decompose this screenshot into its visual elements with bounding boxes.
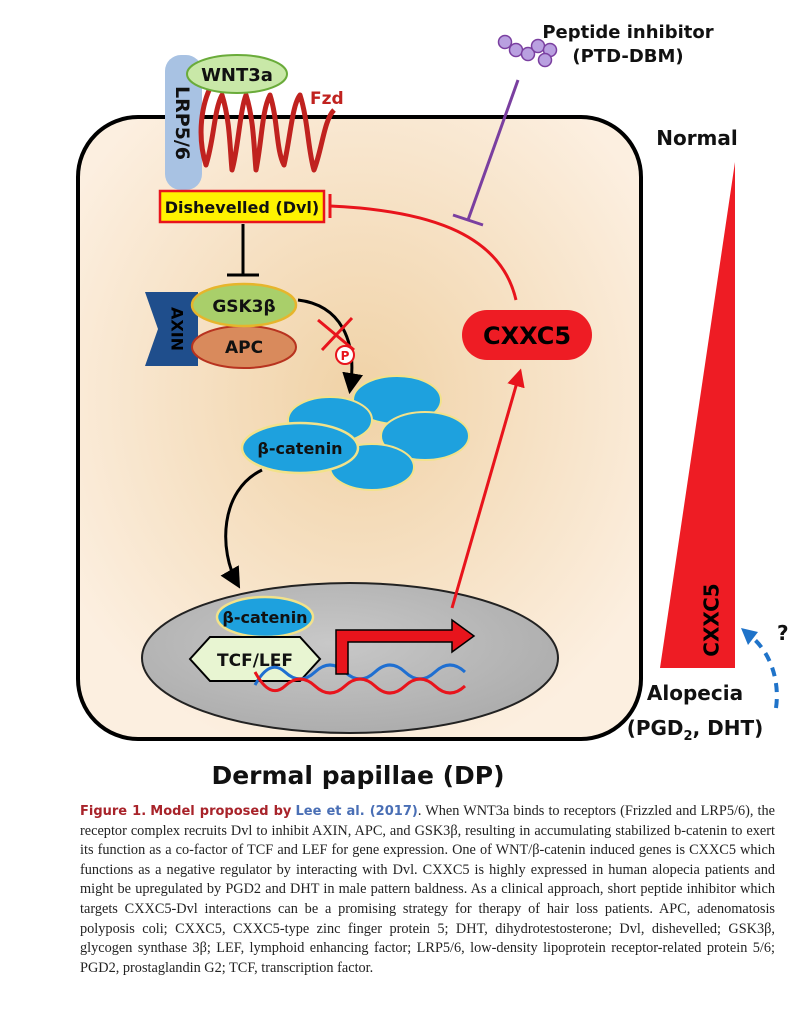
cxxc5-induction-arrow bbox=[450, 368, 525, 609]
beta-catenin-cyto-label: β-catenin bbox=[257, 439, 342, 458]
wnt3a-label: WNT3a bbox=[201, 65, 273, 86]
caption-model-text: Model proposed by bbox=[150, 804, 292, 819]
alopecia-label: Alopecia bbox=[647, 681, 743, 705]
beta-catenin-cluster bbox=[240, 375, 470, 491]
phospho-circle bbox=[335, 345, 355, 365]
lrp-label: LRP5/6 bbox=[171, 86, 193, 160]
cxxc5-inhibition-path bbox=[329, 204, 518, 301]
axin-shape bbox=[145, 292, 198, 366]
caption-citation[interactable]: Lee et al. (2017) bbox=[295, 804, 418, 819]
figure-caption: Figure 1. Model proposed by Lee et al. (… bbox=[80, 802, 775, 978]
beta-catenin-nuc-label: β-catenin bbox=[222, 608, 307, 627]
alopecia-causes-label: (PGD2, DHT) bbox=[627, 716, 764, 744]
caption-figure-label: Figure 1. bbox=[80, 804, 147, 819]
cxxc5-box bbox=[462, 310, 592, 360]
wnt3a-ligand bbox=[186, 54, 288, 94]
cell-title: Dermal papillae (DP) bbox=[211, 761, 504, 790]
dvl-label: Dishevelled (Dvl) bbox=[165, 198, 319, 217]
cxxc5-gradient-wedge bbox=[660, 162, 735, 668]
apc-label: APC bbox=[225, 338, 263, 358]
phospho-label: P bbox=[341, 349, 350, 363]
gradient-cxxc5-label: CXXC5 bbox=[700, 583, 724, 656]
tcf-lef-hexagon bbox=[188, 636, 322, 682]
peptide-label-line1: Peptide inhibitor bbox=[542, 22, 713, 43]
lrp-receptor bbox=[165, 55, 202, 190]
gsk3b-label: GSK3β bbox=[212, 297, 275, 317]
frizzled-receptor bbox=[198, 86, 336, 173]
caption-period: . bbox=[417, 803, 422, 819]
peptide-inhibition-bar bbox=[452, 213, 484, 227]
dna-strand-red bbox=[253, 671, 467, 695]
normal-label: Normal bbox=[656, 126, 738, 150]
cxxc5-label: CXXC5 bbox=[483, 322, 571, 350]
fzd-label: Fzd bbox=[310, 89, 344, 109]
dishevelled-box bbox=[158, 189, 326, 224]
caption-body: When WNT3a binds to receptors (Frizzled … bbox=[80, 803, 775, 976]
gsk3b-ellipse bbox=[190, 282, 298, 328]
block-cross-b bbox=[320, 316, 354, 352]
peptide-inhibition-line bbox=[466, 79, 520, 221]
question-mark: ? bbox=[777, 621, 789, 645]
upregulation-dashed-arrow bbox=[746, 632, 779, 709]
pathway-diagram: LRP5/6 Fzd WNT3a Dishevelled (Dvl) AXIN … bbox=[76, 22, 789, 790]
peptide-label-line2: (PTD-DBM) bbox=[572, 46, 683, 67]
nuclear-translocation-arrow bbox=[220, 468, 263, 589]
transcription-start-arrow bbox=[335, 618, 476, 675]
peptide-chain bbox=[497, 34, 558, 68]
axin-label: AXIN bbox=[168, 307, 187, 351]
upregulation-arrowhead bbox=[741, 628, 758, 645]
